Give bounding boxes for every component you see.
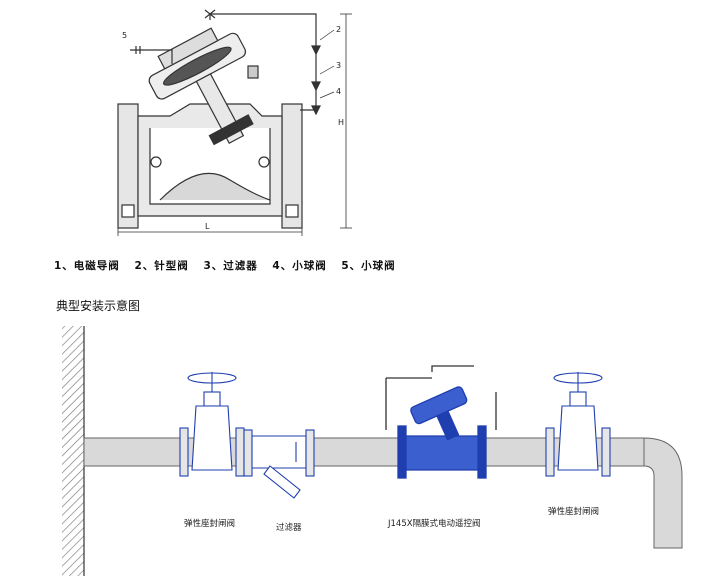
- label-strainer: 过滤器: [276, 522, 302, 533]
- callout-4: 4: [336, 87, 341, 96]
- wall: [62, 326, 85, 576]
- gate-valve-right: [545, 372, 611, 477]
- label-control-valve: J145X隔膜式电动遥控阀: [387, 518, 481, 529]
- valve-section-drawing: [117, 9, 352, 236]
- legend: 1、电磁导阀 2、针型阀 3、过滤器 4、小球阀 5、小球阀: [54, 258, 406, 273]
- installation-heading: 典型安装示意图: [56, 299, 141, 313]
- callout-2: 2: [336, 25, 341, 34]
- y-strainer: [243, 429, 315, 499]
- dim-height-label: H: [338, 118, 344, 127]
- callout-3: 3: [336, 61, 341, 70]
- callout-5: 5: [122, 31, 127, 40]
- control-valve: [385, 365, 497, 479]
- dim-length-label: L: [205, 222, 210, 231]
- legend-item-5: 5、小球阀: [341, 260, 396, 272]
- legend-item-1: 1、电磁导阀: [54, 260, 120, 272]
- legend-item-2: 2、针型阀: [134, 260, 189, 272]
- gate-valve-left: [179, 372, 245, 477]
- label-gate-valve-right: 弹性座封闸阀: [548, 506, 599, 517]
- disc: [208, 114, 254, 146]
- legend-item-3: 3、过滤器: [203, 260, 258, 272]
- label-gate-valve-left: 弹性座封闸阀: [184, 518, 235, 529]
- legend-item-4: 4、小球阀: [272, 260, 327, 272]
